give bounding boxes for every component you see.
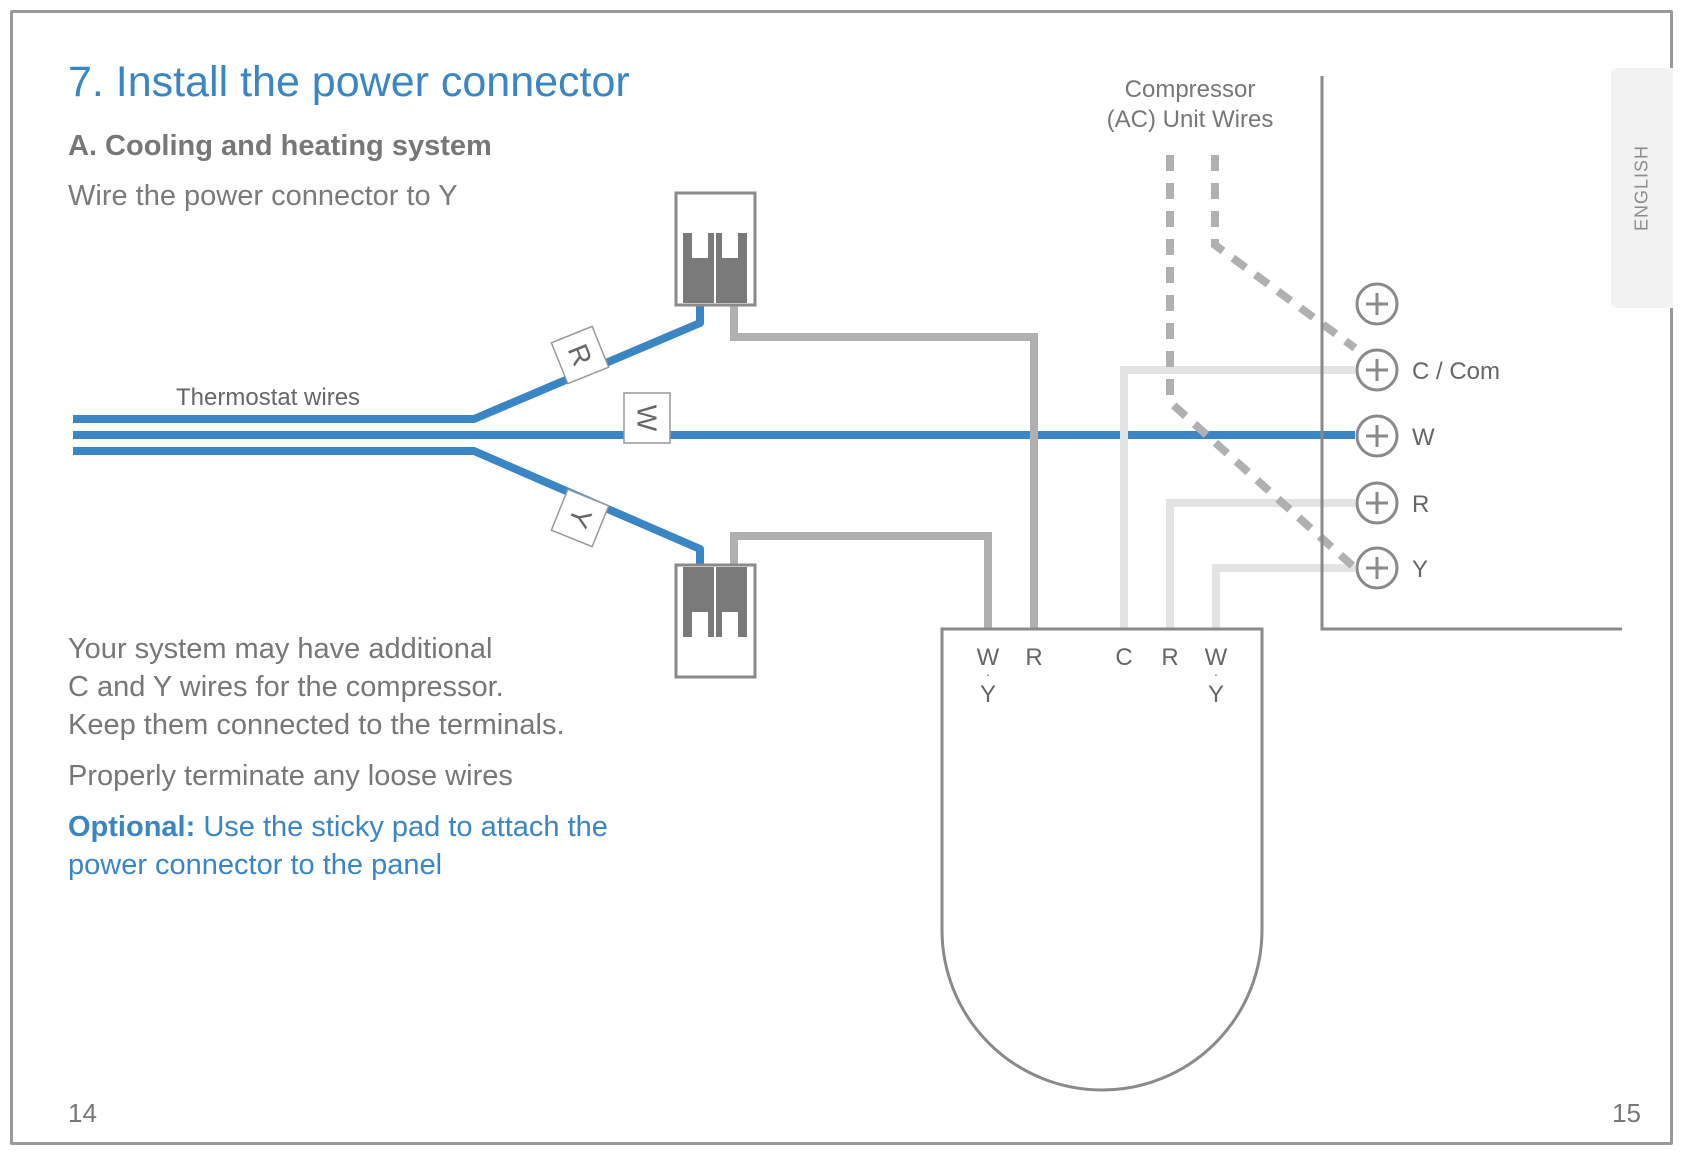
thermostat-wires-label: Thermostat wires — [176, 384, 360, 411]
light-wire-y — [1212, 564, 1355, 630]
compressor-wire-c — [1211, 155, 1358, 352]
compressor-note-line-2: C and Y wires for the compressor. — [68, 671, 504, 703]
terminal-label-w: W — [1412, 424, 1435, 451]
terminate-note: Properly terminate any loose wires — [68, 760, 513, 792]
wire-tag-w: W — [623, 392, 671, 444]
connector-label-wy2-bottom: Y — [1208, 681, 1224, 708]
compressor-note: Your system may have additional C and Y … — [68, 630, 565, 744]
terminal-w — [1355, 414, 1399, 458]
page-title: 7. Install the power connector — [68, 58, 630, 106]
connector-label-wy-top: W — [977, 644, 1000, 671]
svg-text:W: W — [632, 405, 663, 432]
connector-label-r1: R — [1025, 644, 1042, 671]
equipment-panel — [1320, 76, 1622, 631]
connector-label-wy2-top: W — [1205, 644, 1228, 671]
page-number-left: 14 — [68, 1098, 97, 1128]
terminal-y — [1355, 546, 1399, 590]
terminal-label-r: R — [1412, 491, 1429, 518]
light-wire-c — [1120, 366, 1355, 630]
wire-tag-y: Y — [550, 488, 610, 548]
connector-wire-r — [730, 300, 1038, 630]
wire-nut-bottom — [674, 563, 757, 679]
compressor-note-line-3: Keep them connected to the terminals. — [68, 709, 565, 741]
optional-label: Optional: — [68, 811, 196, 843]
compressor-note-line-1: Your system may have additional — [68, 633, 493, 665]
terminal-label-c: C / Com — [1412, 358, 1500, 385]
terminal-c — [1355, 348, 1399, 392]
language-tab: ENGLISH — [1611, 68, 1673, 308]
compressor-label-line1: Compressor — [1125, 76, 1256, 103]
connector-label-r2: R — [1161, 644, 1178, 671]
terminal-r — [1355, 481, 1399, 525]
connector-label-wy-bottom: Y — [980, 681, 996, 708]
connector-label-c: C — [1115, 644, 1132, 671]
connector-label-wy2-dot: · — [1214, 666, 1219, 682]
wire-tag-r: R — [550, 325, 610, 385]
power-connector — [940, 627, 1264, 1092]
page-frame — [10, 10, 1673, 1145]
wire-nut-top — [674, 191, 757, 307]
optional-note: Optional: Use the sticky pad to attach t… — [68, 808, 628, 884]
connector-label-wy-dot: · — [986, 666, 991, 682]
terminal-blank — [1355, 282, 1399, 326]
light-wire-r — [1166, 499, 1355, 630]
instruction-text: Wire the power connector to Y — [68, 180, 458, 212]
terminal-label-y: Y — [1412, 556, 1428, 583]
compressor-label-line2: (AC) Unit Wires — [1107, 106, 1274, 133]
connector-wire-wy — [730, 532, 992, 630]
section-subtitle: A. Cooling and heating system — [68, 130, 492, 162]
page-number-right: 15 — [1612, 1098, 1641, 1128]
optional-text: Use the sticky pad to attach the power c… — [68, 811, 608, 881]
